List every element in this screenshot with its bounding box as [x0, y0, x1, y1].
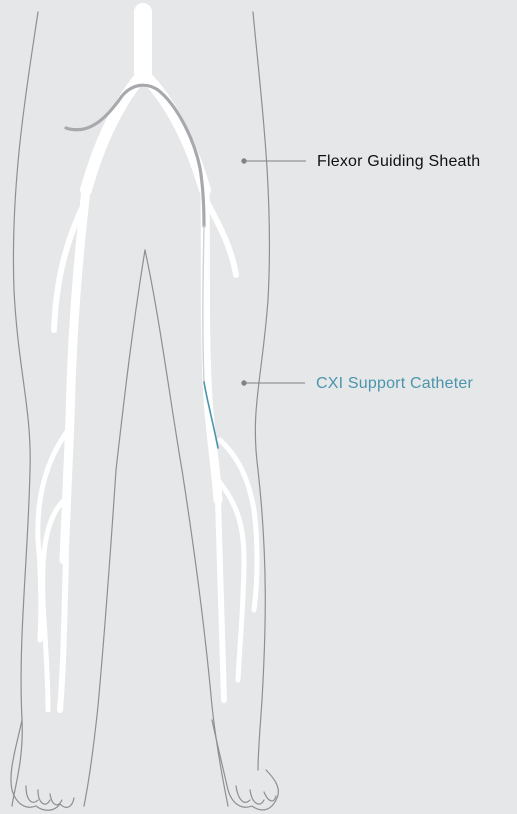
right-leg-inner-edge — [145, 250, 228, 806]
left-foot-toes — [26, 786, 62, 805]
catheter-leader-dot — [242, 381, 246, 385]
callout-leaders — [242, 159, 306, 385]
right-foot-outline — [212, 720, 278, 810]
right-femoral-artery — [205, 190, 218, 500]
right-foot-toes — [236, 786, 276, 804]
right-leg-outer-edge — [253, 12, 269, 770]
right-deep-femoral-artery — [206, 200, 236, 275]
flexor-guiding-sheath-label: Flexor Guiding Sheath — [317, 152, 480, 172]
left-iliac-artery — [86, 74, 143, 190]
sheath-leader-dot — [242, 159, 246, 163]
left-leg-outer-edge — [12, 12, 38, 806]
cxi-support-catheter-label: CXI Support Catheter — [316, 374, 473, 394]
leg-outline — [11, 12, 278, 810]
right-posterior-tibial-artery — [218, 500, 224, 700]
artery-tree — [38, 12, 257, 710]
right-iliac-artery — [143, 74, 205, 190]
left-leg-inner-edge — [84, 250, 145, 806]
left-foot-outline — [11, 720, 74, 810]
left-posterior-tibial-artery — [60, 560, 66, 710]
